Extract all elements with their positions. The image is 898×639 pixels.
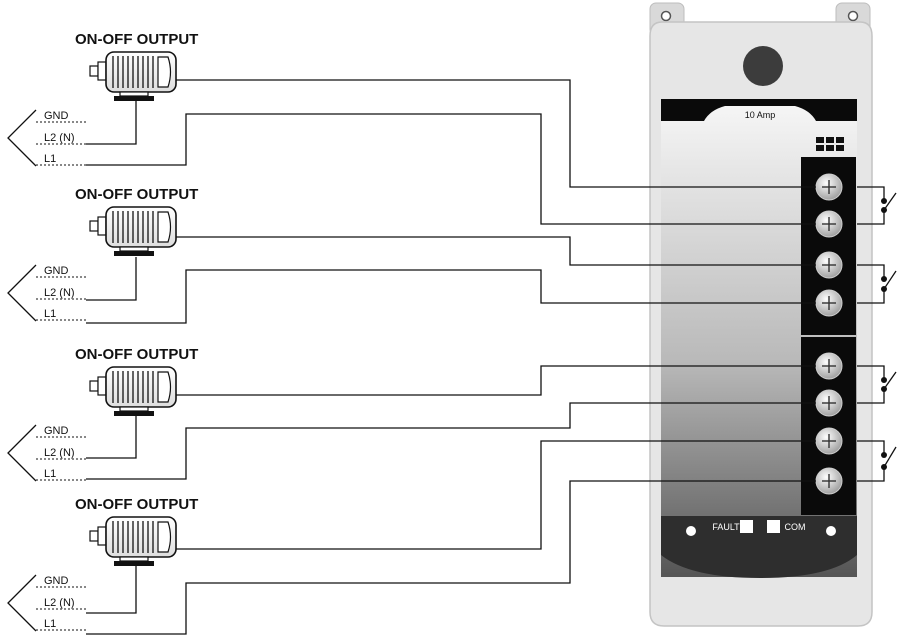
- led-left: [686, 526, 696, 536]
- terminal-screw: [815, 467, 843, 495]
- wires: [86, 79, 816, 635]
- wire: [86, 113, 816, 225]
- supply-bracket: [7, 264, 37, 322]
- supply-label-gnd: GND: [44, 575, 69, 587]
- bottom-band: [661, 516, 857, 578]
- supply-label-gnd: GND: [44, 110, 69, 122]
- wire: [176, 365, 816, 396]
- supply-label-gnd: GND: [44, 425, 69, 437]
- terminal-screw: [815, 427, 843, 455]
- rating-label: 10 Amp: [745, 110, 776, 120]
- wire: [176, 440, 816, 550]
- motor-icon: [89, 516, 177, 566]
- supply-label-gnd: GND: [44, 265, 69, 277]
- wire: [86, 416, 137, 459]
- mount-hole-left: [660, 10, 672, 22]
- fault-label: FAULT: [712, 522, 740, 532]
- wire: [176, 236, 816, 266]
- terminal-screw: [815, 251, 843, 279]
- supply-label-line: L1: [44, 468, 56, 480]
- supply-label-neutral: L2 (N): [44, 287, 75, 299]
- top-screw: [743, 46, 783, 86]
- motor-icon: [89, 206, 177, 256]
- label-bar: [661, 99, 857, 121]
- com-label: COM: [785, 522, 806, 532]
- wire: [86, 269, 816, 324]
- supply-label-line: L1: [44, 618, 56, 630]
- wire: [176, 79, 816, 188]
- supply-label-neutral: L2 (N): [44, 132, 75, 144]
- output-group: ON-OFF OUTPUT GND L2 (N) L1: [7, 31, 198, 167]
- terminal-screw: [815, 173, 843, 201]
- supply-label-line: L1: [44, 308, 56, 320]
- wire: [86, 257, 137, 301]
- output-group: ON-OFF OUTPUT GND L2 (N) L1: [7, 346, 198, 482]
- output-title: ON-OFF OUTPUT: [75, 496, 198, 513]
- relay-contacts: [857, 186, 897, 482]
- relay-contact: [857, 264, 897, 304]
- fault-indicator: [740, 520, 753, 533]
- relay-contact: [857, 440, 897, 482]
- supply-label-line: L1: [44, 153, 56, 165]
- terminal-screw: [815, 210, 843, 238]
- motor-icon: [89, 366, 177, 416]
- com-indicator: [767, 520, 780, 533]
- wire: [86, 480, 816, 635]
- logo-grid-icon: [816, 137, 844, 151]
- led-right: [826, 526, 836, 536]
- output-title: ON-OFF OUTPUT: [75, 186, 198, 203]
- wire: [86, 402, 816, 480]
- output-title: ON-OFF OUTPUT: [75, 31, 198, 48]
- output-group: ON-OFF OUTPUT GND L2 (N) L1: [7, 496, 198, 632]
- supply-bracket: [7, 109, 37, 167]
- supply-label-neutral: L2 (N): [44, 447, 75, 459]
- relay-contact: [857, 186, 897, 225]
- supply-bracket: [7, 424, 37, 482]
- wire: [86, 101, 137, 145]
- terminal-screw: [815, 389, 843, 417]
- terminal-screws: [815, 173, 843, 495]
- controller-device: 10 Amp FAULT COM: [649, 2, 873, 627]
- wire: [86, 566, 137, 614]
- terminal-screw: [815, 352, 843, 380]
- supply-bracket: [7, 574, 37, 632]
- relay-contact: [857, 365, 897, 404]
- terminal-screw: [815, 289, 843, 317]
- output-title: ON-OFF OUTPUT: [75, 346, 198, 363]
- supply-label-neutral: L2 (N): [44, 597, 75, 609]
- motor-icon: [89, 51, 177, 101]
- mount-hole-right: [847, 10, 859, 22]
- output-group: ON-OFF OUTPUT GND L2 (N) L1: [7, 186, 198, 322]
